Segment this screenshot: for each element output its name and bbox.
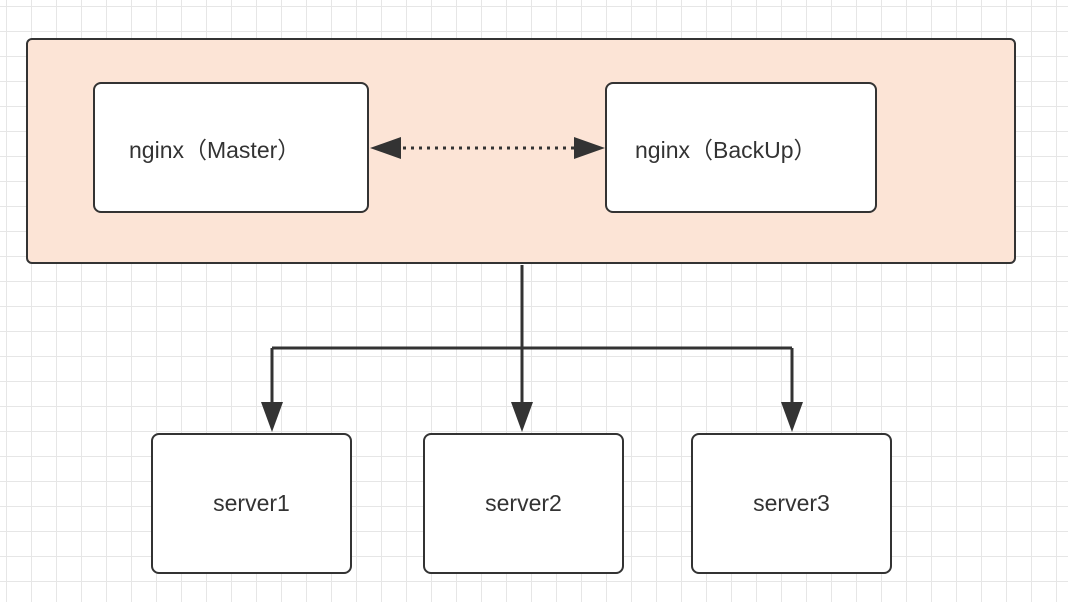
server2-node: server2 — [423, 433, 624, 574]
edge-to-server3 — [781, 348, 803, 432]
arrowhead-right — [574, 137, 605, 159]
edge-master-backup — [370, 137, 605, 159]
server2-label: server2 — [485, 490, 562, 516]
nginx-backup-label: nginx（BackUp） — [635, 136, 817, 163]
server1-node: server1 — [151, 433, 352, 574]
server1-label: server1 — [213, 490, 290, 516]
server3-label: server3 — [753, 490, 830, 516]
edge-to-server2 — [511, 348, 533, 432]
arrowhead-server2 — [511, 402, 533, 432]
arrowhead-server3 — [781, 402, 803, 432]
nginx-master-node: nginx（Master） — [93, 82, 369, 213]
server3-node: server3 — [691, 433, 892, 574]
arrowhead-server1 — [261, 402, 283, 432]
nginx-master-label: nginx（Master） — [129, 136, 301, 163]
edge-to-server1 — [261, 348, 283, 432]
nginx-backup-node: nginx（BackUp） — [605, 82, 877, 213]
arrowhead-left — [370, 137, 401, 159]
